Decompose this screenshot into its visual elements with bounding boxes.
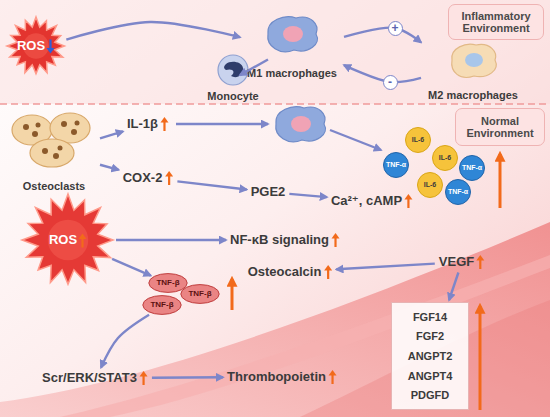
m1-macrophage-cell <box>268 17 318 52</box>
node-text: Scr/ERK/STAT3 <box>42 371 137 385</box>
growth-factor-box: FGF14FGF2ANGPT2ANGPT4PDGFD <box>391 302 469 410</box>
factor-label: Osteocalcin <box>246 264 335 281</box>
arrow-connector <box>177 181 246 189</box>
node-text: VEGF <box>439 255 474 269</box>
environment-label: Normal Environment <box>455 108 545 146</box>
increase-arrow <box>479 306 482 410</box>
cell-label: M1 macrophages <box>242 13 342 79</box>
node-text: TNF-α <box>462 164 482 172</box>
factor-item: ANGPT2 <box>408 350 453 362</box>
factor-item: ANGPT4 <box>408 370 453 382</box>
factor-item: FGF2 <box>416 330 444 342</box>
node-text: NF-κB signaling <box>230 233 329 247</box>
section-divider <box>0 103 550 105</box>
arrow-connector <box>344 28 421 43</box>
cytokine-circle: IL-6 <box>417 172 443 198</box>
node-text: IL-6 <box>424 181 436 189</box>
cytokine-circle: IL-6 <box>432 145 458 171</box>
vessel-shade <box>300 300 550 417</box>
node-text: TNF-α <box>448 188 468 196</box>
node-text: ROS <box>17 39 45 53</box>
increase-arrow <box>323 265 332 280</box>
arrow-connector <box>449 273 458 301</box>
node-text: PGE2 <box>251 185 286 199</box>
arrow-connector <box>100 131 123 138</box>
node-text: TNF-β <box>150 301 173 310</box>
cytokine-circle: IL-6 <box>405 127 431 153</box>
cytokine-circle: TNF-α <box>445 179 471 205</box>
macrophage-cell <box>276 107 326 142</box>
increase-arrow <box>404 194 413 209</box>
factor-label: PGE2 <box>249 184 288 200</box>
flow-arrow <box>176 123 268 125</box>
node-text: IL-1β <box>127 117 158 131</box>
monocyte-cell <box>218 55 248 85</box>
node-text: Ca²⁺, cAMP <box>331 194 402 208</box>
arrow-connector <box>240 59 268 75</box>
increase-arrow <box>499 154 502 208</box>
node-text: ROS <box>49 233 77 247</box>
edge-label: + <box>391 22 398 34</box>
arrow-connector <box>336 264 434 270</box>
factor-label: VEGF <box>437 254 487 271</box>
edge-label-badge: + <box>388 21 403 36</box>
node-text: Monocyte <box>207 90 258 102</box>
increase-arrow <box>331 233 340 248</box>
cell-label: M2 macrophages <box>423 41 523 101</box>
node-text: M1 macrophages <box>247 67 337 79</box>
ros-burst: ROS <box>7 17 65 75</box>
node-text: IL-6 <box>439 154 451 162</box>
ros-burst: ROS <box>22 194 114 286</box>
flow-arrow <box>330 130 381 150</box>
factor-label: Thrombopoietin <box>225 369 339 386</box>
arrow-connector <box>101 315 149 368</box>
cell-label: Osteoclasts <box>10 112 98 192</box>
factor-item: PDGFD <box>411 389 450 401</box>
cytokine-circle: TNF-α <box>459 155 485 181</box>
osteoclast-cells <box>12 113 90 167</box>
pathway-label: Scr/ERK/STAT3 <box>40 370 150 387</box>
increase-arrow <box>160 117 169 132</box>
increase-arrow <box>78 233 87 248</box>
node-text: Normal Environment <box>460 115 540 139</box>
cytokine-circle: TNF-α <box>383 152 409 178</box>
factor-item: FGF14 <box>413 311 447 323</box>
cytokine-oval: TNF-β <box>180 284 220 304</box>
pathway-label: NF-κB signaling <box>228 232 342 249</box>
decrease-arrow <box>46 39 55 54</box>
node-text: TNF-α <box>386 161 406 169</box>
cytokine-oval: TNF-β <box>142 295 182 315</box>
cell-label: Monocyte <box>200 56 266 102</box>
node-text: M2 macrophages <box>428 89 518 101</box>
node-text: Thrombopoietin <box>227 370 326 384</box>
node-text: Osteocalcin <box>248 265 322 279</box>
arrow-connector <box>112 259 151 276</box>
vessel-highlight <box>60 255 550 417</box>
node-text: TNF-β <box>188 290 211 299</box>
arrow-connector <box>100 165 119 170</box>
node-text: IL-6 <box>412 136 424 144</box>
arrow-connector <box>289 194 327 197</box>
node-text: TNF-β <box>156 279 179 288</box>
arrow-connector <box>116 239 226 241</box>
node-text: Osteoclasts <box>23 180 85 192</box>
edge-label-badge: - <box>383 75 398 90</box>
factor-label: COX-2 <box>121 170 176 187</box>
node-text: Inflammatory Environment <box>453 10 539 34</box>
increase-arrow <box>328 370 337 385</box>
arrow-connector <box>66 22 240 40</box>
inflammatory-band <box>0 0 550 104</box>
increase-arrow <box>164 171 173 186</box>
node-text: COX-2 <box>123 171 163 185</box>
increase-arrow <box>231 279 234 310</box>
increase-arrow <box>139 371 148 386</box>
factor-label: IL-1β <box>125 116 171 133</box>
increase-arrow <box>476 255 485 270</box>
environment-label: Inflammatory Environment <box>448 4 544 40</box>
factor-label: Ca²⁺, cAMP <box>329 193 415 210</box>
arrow-connector <box>152 376 223 379</box>
m2-macrophage-cell <box>452 44 496 77</box>
edge-label: - <box>388 76 392 88</box>
